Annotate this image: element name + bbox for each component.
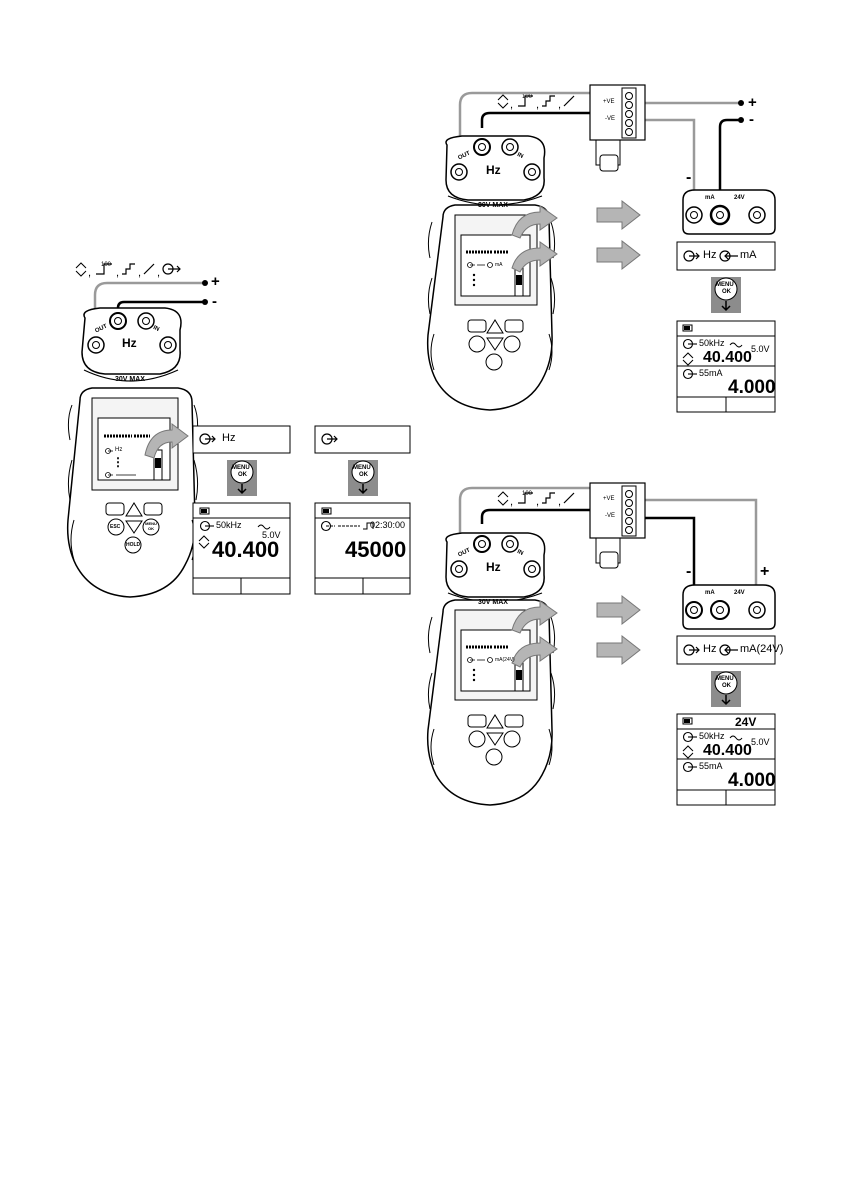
- left-port-unit: Hz: [122, 336, 137, 350]
- tr-port-unit: Hz: [486, 163, 501, 177]
- br-select-ma: mA(24V): [740, 643, 784, 655]
- svg-text:,: ,: [536, 496, 539, 508]
- left-max-label: 30V MAX: [115, 376, 145, 383]
- svg-text:,: ,: [138, 267, 141, 279]
- in-port[interactable]: [137, 312, 155, 330]
- br-transmitter: [589, 482, 646, 539]
- step-b-reading: 45000: [345, 537, 407, 562]
- step-a-ok: OK: [238, 472, 247, 478]
- svg-text:,: ,: [558, 99, 561, 111]
- svg-text:100: 100: [522, 94, 533, 100]
- tr-module-24v: 24V: [734, 195, 745, 201]
- br-module-minus: -: [686, 563, 692, 580]
- step-a-volt: 5.0V: [262, 530, 281, 540]
- br-module-24v: 24V: [734, 590, 745, 596]
- hold-button[interactable]: [124, 536, 142, 554]
- tr-wire-plus: +: [748, 94, 757, 111]
- tr-freq: 50kHz: [699, 338, 725, 348]
- menu-ok-button[interactable]: [142, 518, 160, 536]
- left-wire-plus: +: [211, 273, 220, 290]
- tr-reading: 40.400: [703, 349, 752, 366]
- tr-terminal-pos: +VE: [603, 99, 615, 105]
- output-mode-symbols: , 100 , , ,: [75, 262, 181, 279]
- br-freq: 50kHz: [699, 731, 725, 741]
- tr-port-plate: [445, 135, 546, 201]
- svg-text:,: ,: [510, 496, 513, 508]
- step-a-select-label: Hz: [222, 432, 236, 444]
- tr-terminal-neg: -VE: [605, 116, 616, 122]
- tr-ok: OK: [722, 289, 731, 295]
- br-ma-reading: 4.000: [728, 770, 776, 791]
- svg-text:100: 100: [101, 262, 112, 268]
- tr-module-ma: mA: [705, 195, 715, 201]
- tr-menu: MENU: [716, 282, 734, 288]
- br-terminal-pos: +VE: [603, 496, 615, 502]
- tr-ma-range: 55mA: [699, 368, 723, 378]
- tr-select-ma: mA: [740, 249, 757, 261]
- left-btn-esc: ESC: [110, 524, 121, 530]
- step-a-menu: MENU: [232, 465, 250, 471]
- svg-text:,: ,: [88, 267, 91, 279]
- br-device-screen: [460, 629, 531, 692]
- right-port[interactable]: [159, 336, 177, 354]
- br-header-24v: 24V: [735, 715, 757, 729]
- br-port-plate: [445, 532, 546, 598]
- step-b-menu: MENU: [353, 465, 371, 471]
- left-device-dots: ⋮: [112, 455, 124, 469]
- plus-port[interactable]: [109, 312, 127, 330]
- device-screen: [97, 417, 171, 481]
- step-b-time: 02:30:00: [370, 520, 406, 530]
- svg-text:,: ,: [510, 99, 513, 111]
- br-device-ma: mA(24V): [495, 657, 515, 663]
- left-btn-menu: MENU OK: [145, 521, 157, 531]
- out-port[interactable]: [87, 336, 105, 354]
- port-plate: [81, 307, 182, 375]
- tr-volt: 5.0V: [751, 344, 770, 354]
- tr-output-mode-symbols: , 100 , ,: [497, 94, 575, 111]
- tr-max-label: 30V MAX: [478, 202, 508, 209]
- left-wire-minus: -: [212, 293, 217, 310]
- tr-wire-minus: -: [749, 111, 754, 128]
- esc-button[interactable]: [107, 518, 125, 536]
- svg-text:100: 100: [522, 491, 533, 497]
- tr-module-minus: -: [686, 169, 692, 186]
- left-device-hz: Hz: [115, 447, 123, 453]
- br-port-unit: Hz: [486, 560, 501, 574]
- br-max-label: 30V MAX: [478, 599, 508, 606]
- step-a-select-box: [192, 425, 291, 454]
- step-b-ok: OK: [359, 472, 368, 478]
- tr-device-screen: [460, 234, 531, 297]
- br-reading: 40.400: [703, 742, 752, 759]
- br-terminal-neg: -VE: [605, 513, 616, 519]
- br-volt: 5.0V: [751, 737, 770, 747]
- svg-text:,: ,: [157, 267, 160, 279]
- step-a-freq: 50kHz: [216, 520, 242, 530]
- br-output-mode-symbols: , 100 , ,: [497, 491, 575, 508]
- tr-select-hz: Hz: [703, 249, 717, 261]
- svg-text:,: ,: [558, 496, 561, 508]
- br-ma-range: 55mA: [699, 761, 723, 771]
- step-a-reading: 40.400: [212, 537, 280, 562]
- br-menu: MENU: [716, 676, 734, 682]
- br-ok: OK: [722, 683, 731, 689]
- flow-arrow: [144, 423, 189, 459]
- svg-text:,: ,: [116, 267, 119, 279]
- tr-ma-reading: 4.000: [728, 377, 776, 398]
- br-module-plus: +: [760, 563, 770, 580]
- br-module-ma: mA: [705, 590, 715, 596]
- left-btn-hold: HOLD: [126, 542, 141, 548]
- svg-text:,: ,: [536, 99, 539, 111]
- tr-device-ma: mA: [495, 262, 503, 268]
- br-select-hz: Hz: [703, 643, 717, 655]
